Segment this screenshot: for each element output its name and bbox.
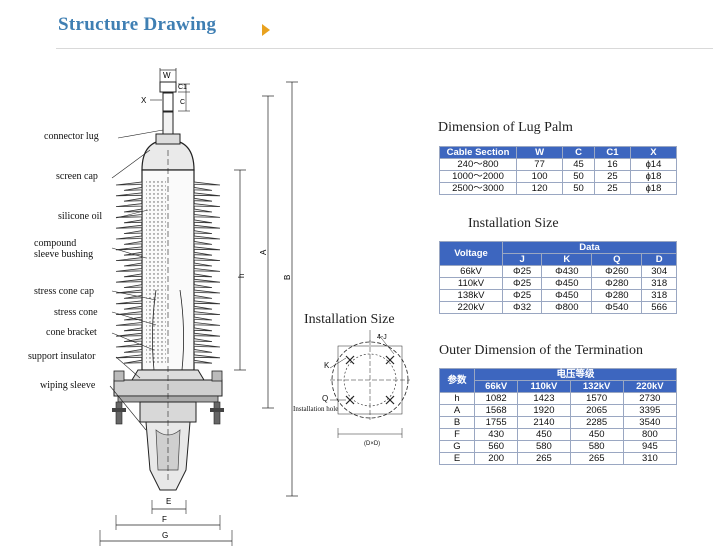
page-title: Structure Drawing xyxy=(58,14,217,35)
insulator-shed xyxy=(123,273,213,278)
insulator-shed xyxy=(115,203,221,207)
insulator-shed xyxy=(123,348,213,353)
label-screen-cap: screen cap xyxy=(56,171,98,182)
installation-size-title: Installation Size xyxy=(468,216,559,231)
col-c: C xyxy=(562,146,595,159)
dim-g: G xyxy=(162,531,168,540)
label-cone-bracket: cone bracket xyxy=(46,327,97,338)
label-4j: 4-J xyxy=(377,334,387,341)
label-stress-cone: stress cone xyxy=(54,307,98,318)
label-sleeve-bushing: sleeve bushing xyxy=(34,249,94,260)
insulator-shed xyxy=(115,181,221,186)
insulator-shed xyxy=(123,359,213,364)
installation-plan-drawing xyxy=(329,330,410,438)
insulator-shed xyxy=(115,311,221,315)
lug-palm-title: Dimension of Lug Palm xyxy=(438,120,573,135)
dim-c1: C1 xyxy=(178,84,187,91)
col-w: W xyxy=(515,146,564,159)
insulator-shed xyxy=(123,305,213,310)
col-x: X xyxy=(629,146,678,159)
insulator-shed xyxy=(115,257,221,261)
insulator-shed xyxy=(115,267,221,272)
dim-w: W xyxy=(163,71,171,80)
col-voltage-level: 电压等级 xyxy=(474,368,677,381)
col-data: Data xyxy=(502,241,677,254)
insulator-shed xyxy=(115,354,221,359)
insulator-shed xyxy=(123,251,213,256)
insulator-shed xyxy=(123,240,213,245)
label-stress-cone-cap: stress cone cap xyxy=(34,286,94,297)
label-q: Q xyxy=(322,394,329,403)
col-param: 参数 xyxy=(439,368,475,393)
insulator-shed xyxy=(115,321,221,326)
dim-c: C xyxy=(180,99,185,106)
dim-h: h xyxy=(237,274,246,278)
installation-drawing-title: Installation Size xyxy=(304,312,395,327)
insulator-shed xyxy=(123,186,213,191)
insulator-shed xyxy=(123,327,213,332)
insulator-shed xyxy=(115,278,221,283)
insulator-shed xyxy=(115,213,221,218)
header-divider xyxy=(56,48,713,49)
insulator-shed xyxy=(115,192,221,197)
insulator-shed xyxy=(115,224,221,229)
dim-a: A xyxy=(259,249,268,255)
insulator-shed xyxy=(123,230,213,234)
insulator-shed xyxy=(123,284,213,288)
label-dxd: (D×D) xyxy=(364,441,381,447)
play-arrow-icon xyxy=(262,24,270,36)
label-k: K xyxy=(324,361,330,370)
col-cable-section: Cable Section xyxy=(439,146,517,159)
dim-e: E xyxy=(166,497,171,506)
termination-drawing: W C1 C X h A B E F G xyxy=(99,68,298,546)
dim-x: X xyxy=(141,96,147,105)
label-installation-hole: Installation hole xyxy=(293,405,339,413)
insulator-shed xyxy=(115,289,221,294)
insulator-shed xyxy=(115,300,221,305)
label-silicone-oil: silicone oil xyxy=(58,211,103,222)
label-support-insulator: support insulator xyxy=(28,351,96,362)
col-voltage: Voltage xyxy=(439,241,503,266)
dim-b: B xyxy=(283,275,292,280)
insulator-shed xyxy=(123,262,213,267)
label-compound: compound xyxy=(34,238,77,249)
label-connector-lug: connector lug xyxy=(44,131,99,142)
col-c1: C1 xyxy=(593,146,631,159)
insulator-shed xyxy=(115,246,221,251)
label-wiping-sleeve: wiping sleeve xyxy=(40,380,96,391)
dim-f: F xyxy=(162,515,167,524)
insulator-shed xyxy=(123,208,213,213)
insulator-shed xyxy=(115,235,221,240)
insulator-shed xyxy=(115,332,221,337)
insulator-shed xyxy=(123,219,213,224)
outer-dimension-title: Outer Dimension of the Termination xyxy=(439,343,644,358)
insulator-shed xyxy=(123,197,213,202)
